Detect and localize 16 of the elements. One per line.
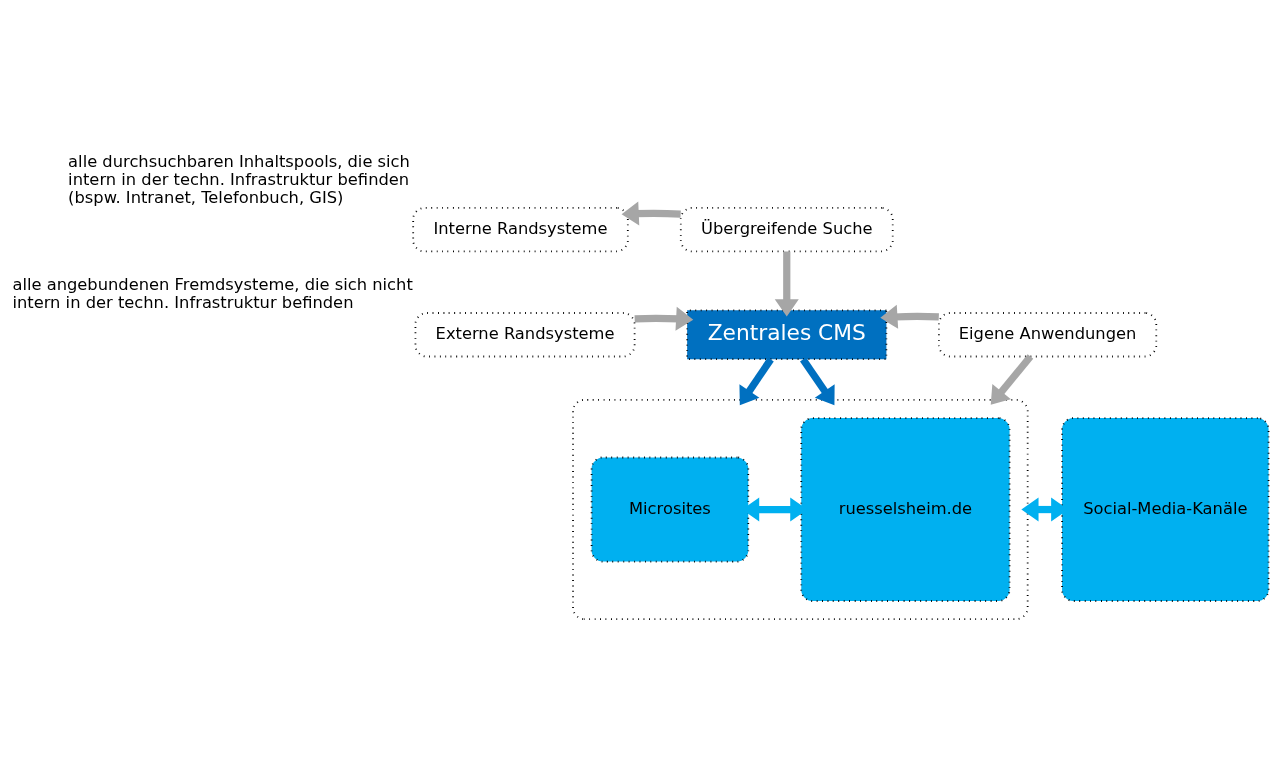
node-box: Externe Randsysteme	[414, 312, 636, 358]
arrow	[739, 357, 774, 406]
node-label: alle durchsuchbaren Inhaltspools, die sich intern in der techn. Infrastruktur befinden (bspw. Intranet, Telefonbuch, GIS)	[68, 151, 410, 207]
node-box: ruesselsheim.de	[800, 417, 1011, 602]
node-label: alle angebundenen Fremdsysteme, die sich nicht intern in der techn. Infrastruktur befinden	[12, 274, 413, 312]
node-box: Interne Randsysteme	[412, 207, 629, 253]
arrow	[990, 354, 1034, 405]
node-box: Microsites	[590, 456, 750, 563]
node-box: Eigene Anwendungen	[938, 312, 1158, 358]
arrow	[880, 304, 939, 329]
node-box: Social-Media-Kanäle	[1061, 417, 1270, 602]
arrow	[800, 357, 835, 406]
cluster	[572, 399, 1029, 621]
node-box: Zentrales CMS	[686, 309, 888, 361]
node-box: Übergreifende Suche	[679, 207, 894, 253]
arrow	[634, 306, 694, 331]
